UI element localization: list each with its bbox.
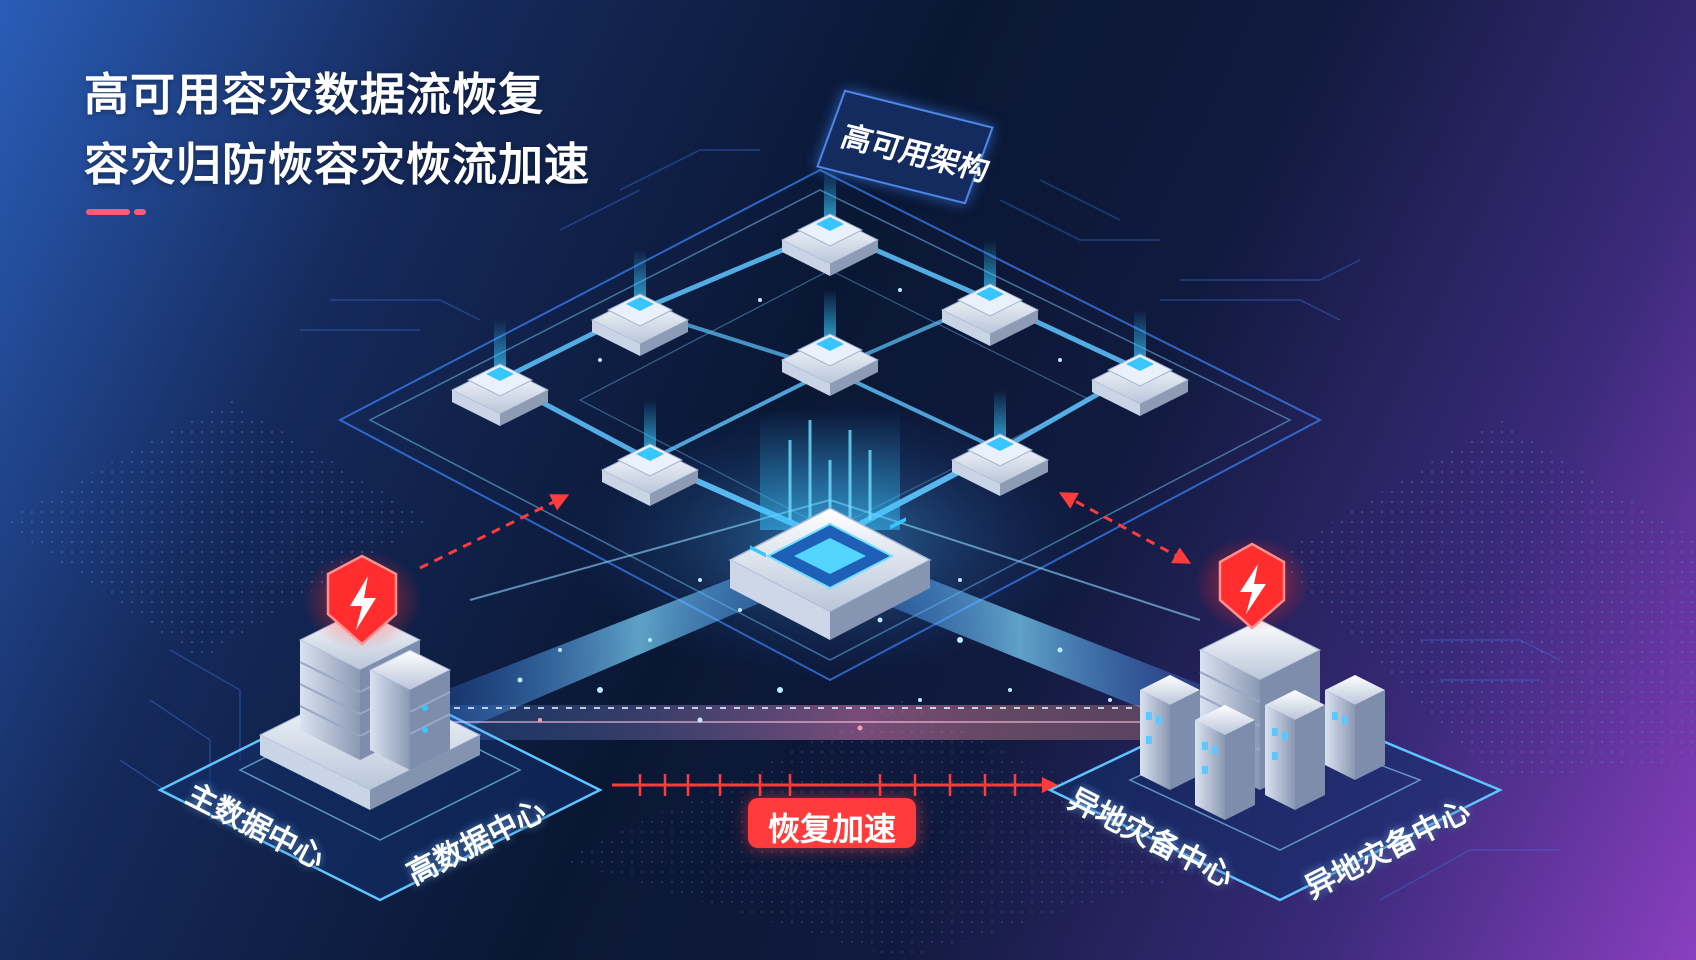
- backup-datacenter: [1140, 536, 1385, 820]
- primary-datacenter: [258, 550, 482, 810]
- central-hub: [728, 410, 932, 640]
- accent-bar-short: [134, 209, 146, 215]
- recovery-speed-badge: 恢复加速: [748, 798, 916, 848]
- lightning-shield-icon-backup: [1218, 542, 1286, 630]
- accent-bar-long: [86, 209, 130, 215]
- recovery-speed-label: 恢复加速: [767, 810, 896, 848]
- title-accent-bar: [86, 209, 146, 215]
- recovery-timeline: [612, 774, 1058, 796]
- architecture-tag-label: 高可用架构: [836, 119, 994, 189]
- dot-field-left: [0, 400, 430, 660]
- headline-line-2: 容灾归防恢容灾恢流加速: [84, 138, 591, 191]
- headline-line-1: 高可用容灾数据流恢复: [84, 68, 545, 121]
- node-servers: [450, 170, 1190, 506]
- failover-arrows: [419, 492, 1192, 570]
- dot-field-right: [1270, 420, 1696, 780]
- lightning-shield-icon-primary: [326, 554, 398, 646]
